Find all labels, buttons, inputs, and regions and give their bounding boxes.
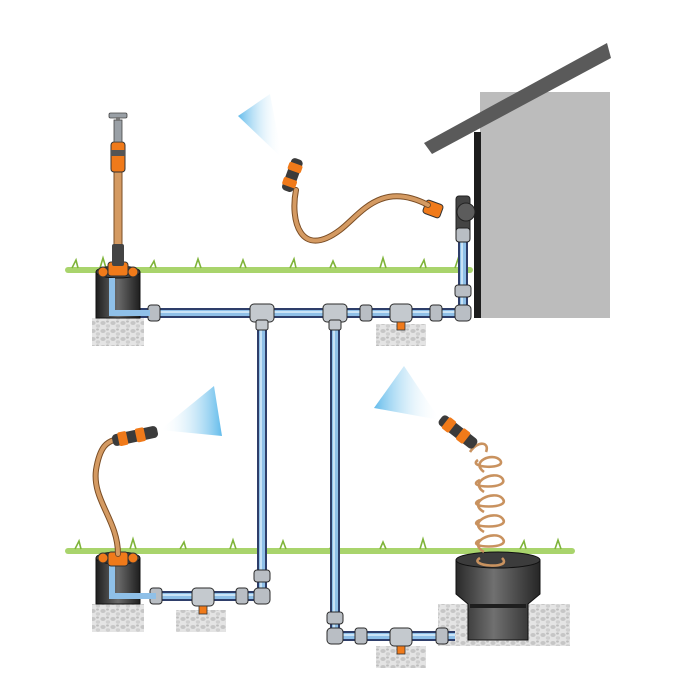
coupling (429, 304, 443, 322)
lower-water-socket (95, 551, 156, 605)
spray-icon (160, 386, 222, 436)
house-roof (424, 43, 611, 154)
tap-icon (108, 112, 128, 143)
coupling (326, 611, 344, 625)
coupling (326, 627, 344, 645)
coupling (435, 627, 449, 645)
wall-connector (422, 195, 476, 243)
coupling (454, 284, 472, 298)
gravel-upper-socket (92, 318, 144, 346)
coupling (253, 587, 271, 605)
spray-nozzle (438, 415, 478, 449)
coupling (253, 569, 271, 583)
hose-box (455, 551, 541, 641)
gravel-bottom-drip (376, 646, 426, 668)
coiled-hose (468, 442, 506, 567)
spray-icon (374, 366, 440, 420)
t-junction-icon (191, 303, 413, 647)
gravel-upper-drip (376, 324, 426, 346)
gravel-lower-drip (176, 610, 226, 632)
house-wall (480, 92, 610, 318)
pipe-fittings (147, 284, 472, 645)
spray-icon (238, 94, 282, 158)
drip-icon (198, 321, 406, 655)
coupling (354, 627, 368, 645)
gravel-lower-socket (92, 604, 144, 632)
house-wall-edge (474, 132, 481, 318)
coupling (359, 304, 373, 322)
supply-pipe (112, 228, 468, 641)
tap (108, 112, 128, 266)
spray-nozzle (111, 426, 159, 447)
coupling (235, 587, 249, 605)
spray-nozzle (282, 158, 303, 192)
coupling (454, 304, 472, 322)
house (424, 43, 611, 318)
